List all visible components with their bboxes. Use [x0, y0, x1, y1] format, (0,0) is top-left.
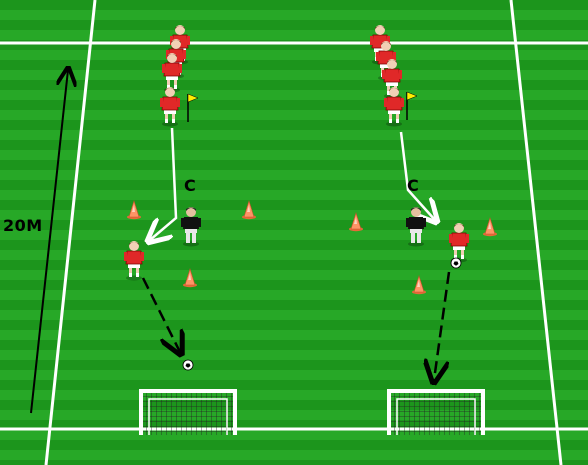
goal-icon: [141, 391, 235, 435]
coach-label: C: [407, 176, 419, 195]
ball-icon: [183, 360, 193, 370]
coach-label: C: [184, 176, 196, 195]
ball-icon: [451, 258, 461, 268]
distance-label: 20M: [3, 216, 43, 235]
goal-icon: [389, 391, 483, 435]
